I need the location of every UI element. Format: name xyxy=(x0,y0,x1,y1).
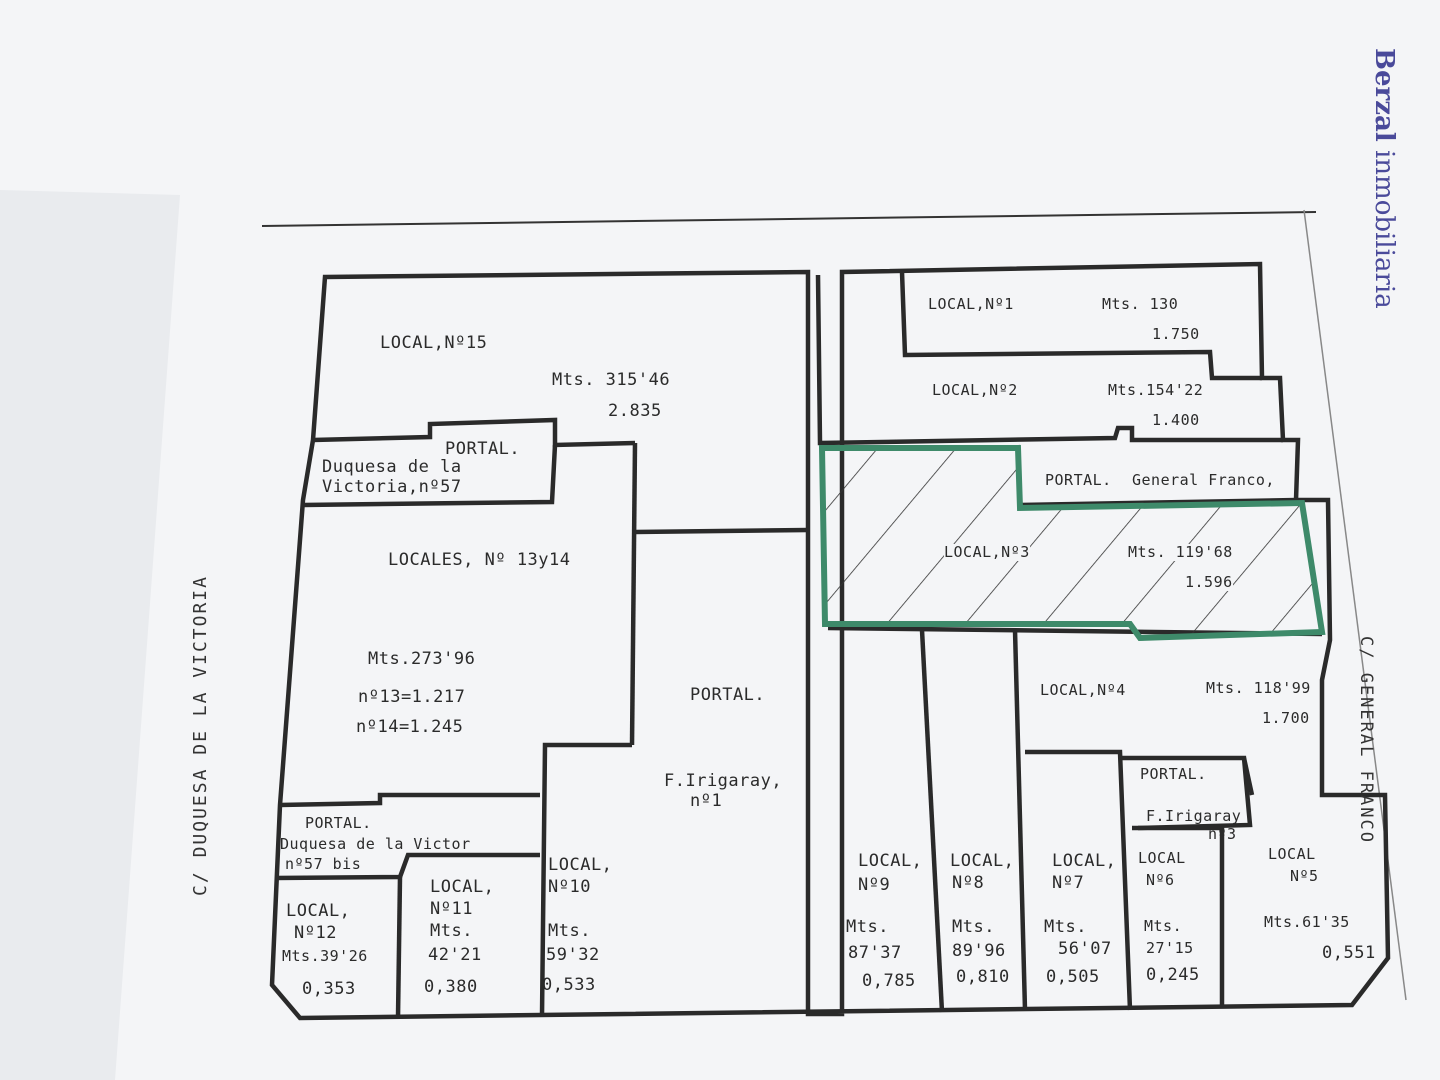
portal-irigaray1-title: PORTAL. xyxy=(690,685,766,705)
portal-irigaray3-title: PORTAL. xyxy=(1140,765,1207,783)
local10-area: 59'32 xyxy=(546,945,600,965)
portal-franco-title: PORTAL. xyxy=(1045,471,1112,489)
portal-irigaray1-line2: nº1 xyxy=(690,791,723,811)
watermark-line1: Berzal xyxy=(1369,48,1400,142)
local8-area: 89'96 xyxy=(952,941,1006,961)
local10-area-label: Mts. xyxy=(548,921,591,941)
portal-duquesa57-title: PORTAL. xyxy=(445,439,521,459)
local2-name: LOCAL,Nº2 xyxy=(932,381,1018,399)
local11-area-label: Mts. xyxy=(430,921,473,941)
local8-coef: 0,810 xyxy=(956,967,1010,987)
portal-irigaray1-line1: F.Irigaray, xyxy=(664,771,783,791)
portal-duquesa57bis-line2: nº57 bis xyxy=(285,855,362,873)
local6-num: Nº6 xyxy=(1146,871,1175,889)
local8-name: LOCAL, xyxy=(950,851,1015,871)
portal-irigaray3-line1: F.Irigaray xyxy=(1146,807,1242,825)
local11-num: Nº11 xyxy=(430,899,473,919)
portal-duquesa57bis-title: PORTAL. xyxy=(305,814,372,832)
locales1314-coef13: nº13=1.217 xyxy=(358,687,466,707)
local8-area-label: Mts. xyxy=(952,917,995,937)
local2-area: Mts.154'22 xyxy=(1108,381,1204,399)
local4-coef: 1.700 xyxy=(1262,709,1310,727)
local12-name: LOCAL, xyxy=(286,901,351,921)
local6-area-label: Mts. xyxy=(1144,917,1183,935)
wall-local1 xyxy=(899,271,1262,381)
local3-coef: 1.596 xyxy=(1185,573,1233,591)
local1-name: LOCAL,Nº1 xyxy=(928,295,1014,313)
wall-local4 xyxy=(1025,749,1133,1011)
portal-franco-line1: General Franco, xyxy=(1132,471,1275,489)
local7-num: Nº7 xyxy=(1052,873,1085,893)
wall-local6 xyxy=(1132,825,1225,1005)
local10-num: Nº10 xyxy=(548,877,591,897)
wall-local11 xyxy=(274,852,540,881)
local10-coef: 0,533 xyxy=(542,975,596,995)
local11-area: 42'21 xyxy=(428,945,482,965)
local5-coef: 0,551 xyxy=(1322,943,1376,963)
street-label-left: C/ DUQUESA DE LA VICTORIA xyxy=(190,575,211,896)
wall-local10 xyxy=(539,742,632,1017)
wall-local15-bottom xyxy=(312,417,636,448)
local3-name: LOCAL,Nº3 xyxy=(944,543,1030,561)
local9-coef: 0,785 xyxy=(862,971,916,991)
local12-coef: 0,353 xyxy=(302,979,356,999)
local9-name: LOCAL, xyxy=(858,851,923,871)
local2-coef: 1.400 xyxy=(1152,411,1200,429)
local4-name: LOCAL,Nº4 xyxy=(1040,681,1126,699)
portal-irigaray3-line2: nº3 xyxy=(1208,825,1237,843)
watermark-logo: Berzal inmobiliaria xyxy=(1368,48,1399,309)
local15-name: LOCAL,Nº15 xyxy=(380,333,488,353)
local12-area: Mts.39'26 xyxy=(282,947,368,965)
local6-area: 27'15 xyxy=(1146,939,1194,957)
local15-coef: 2.835 xyxy=(608,401,662,421)
local3-area: Mts. 119'68 xyxy=(1128,543,1233,561)
watermark-line2: inmobiliaria xyxy=(1369,149,1400,309)
portal-duquesa57bis-line1: Duquesa de la Victor xyxy=(280,835,471,853)
local9-area-label: Mts. xyxy=(846,917,889,937)
wall-portal-57bis xyxy=(279,792,540,808)
local5-area: Mts.61'35 xyxy=(1264,913,1350,931)
locales1314-coef14: nº14=1.245 xyxy=(356,717,464,737)
portal-duquesa57-line1: Duquesa de la xyxy=(322,457,462,477)
locales1314-name: LOCALES, Nº 13y14 xyxy=(388,550,571,570)
local6-coef: 0,245 xyxy=(1146,965,1200,985)
local7-name: LOCAL, xyxy=(1052,851,1117,871)
local11-name: LOCAL, xyxy=(430,877,495,897)
locales1314-area: Mts.273'96 xyxy=(368,649,476,669)
wall-local2 xyxy=(815,274,1283,446)
street-label-right: C/ GENERAL FRANCO xyxy=(1356,636,1376,844)
wall-portal-duquesa xyxy=(302,444,558,508)
local3-highlight xyxy=(818,445,1326,642)
local7-coef: 0,505 xyxy=(1046,967,1100,987)
local8-num: Nº8 xyxy=(952,873,985,893)
local4-area: Mts. 118'99 xyxy=(1206,679,1311,697)
local7-area-label: Mts. xyxy=(1044,917,1087,937)
local11-coef: 0,380 xyxy=(424,977,478,997)
building-outline xyxy=(269,261,1391,1021)
local5-num: Nº5 xyxy=(1290,867,1319,885)
local1-coef: 1.750 xyxy=(1152,325,1200,343)
local5-name: LOCAL xyxy=(1268,845,1316,863)
local1-area: Mts. 130 xyxy=(1102,295,1179,313)
local7-area: 56'07 xyxy=(1058,939,1112,959)
local10-name: LOCAL, xyxy=(548,855,613,875)
portal-duquesa57-line2: Victoria,nº57 xyxy=(322,477,462,497)
local6-name: LOCAL xyxy=(1138,849,1186,867)
local15-area: Mts. 315'46 xyxy=(552,370,671,390)
local12-num: Nº12 xyxy=(294,923,337,943)
local9-area: 87'37 xyxy=(848,943,902,963)
local9-num: Nº9 xyxy=(858,875,891,895)
